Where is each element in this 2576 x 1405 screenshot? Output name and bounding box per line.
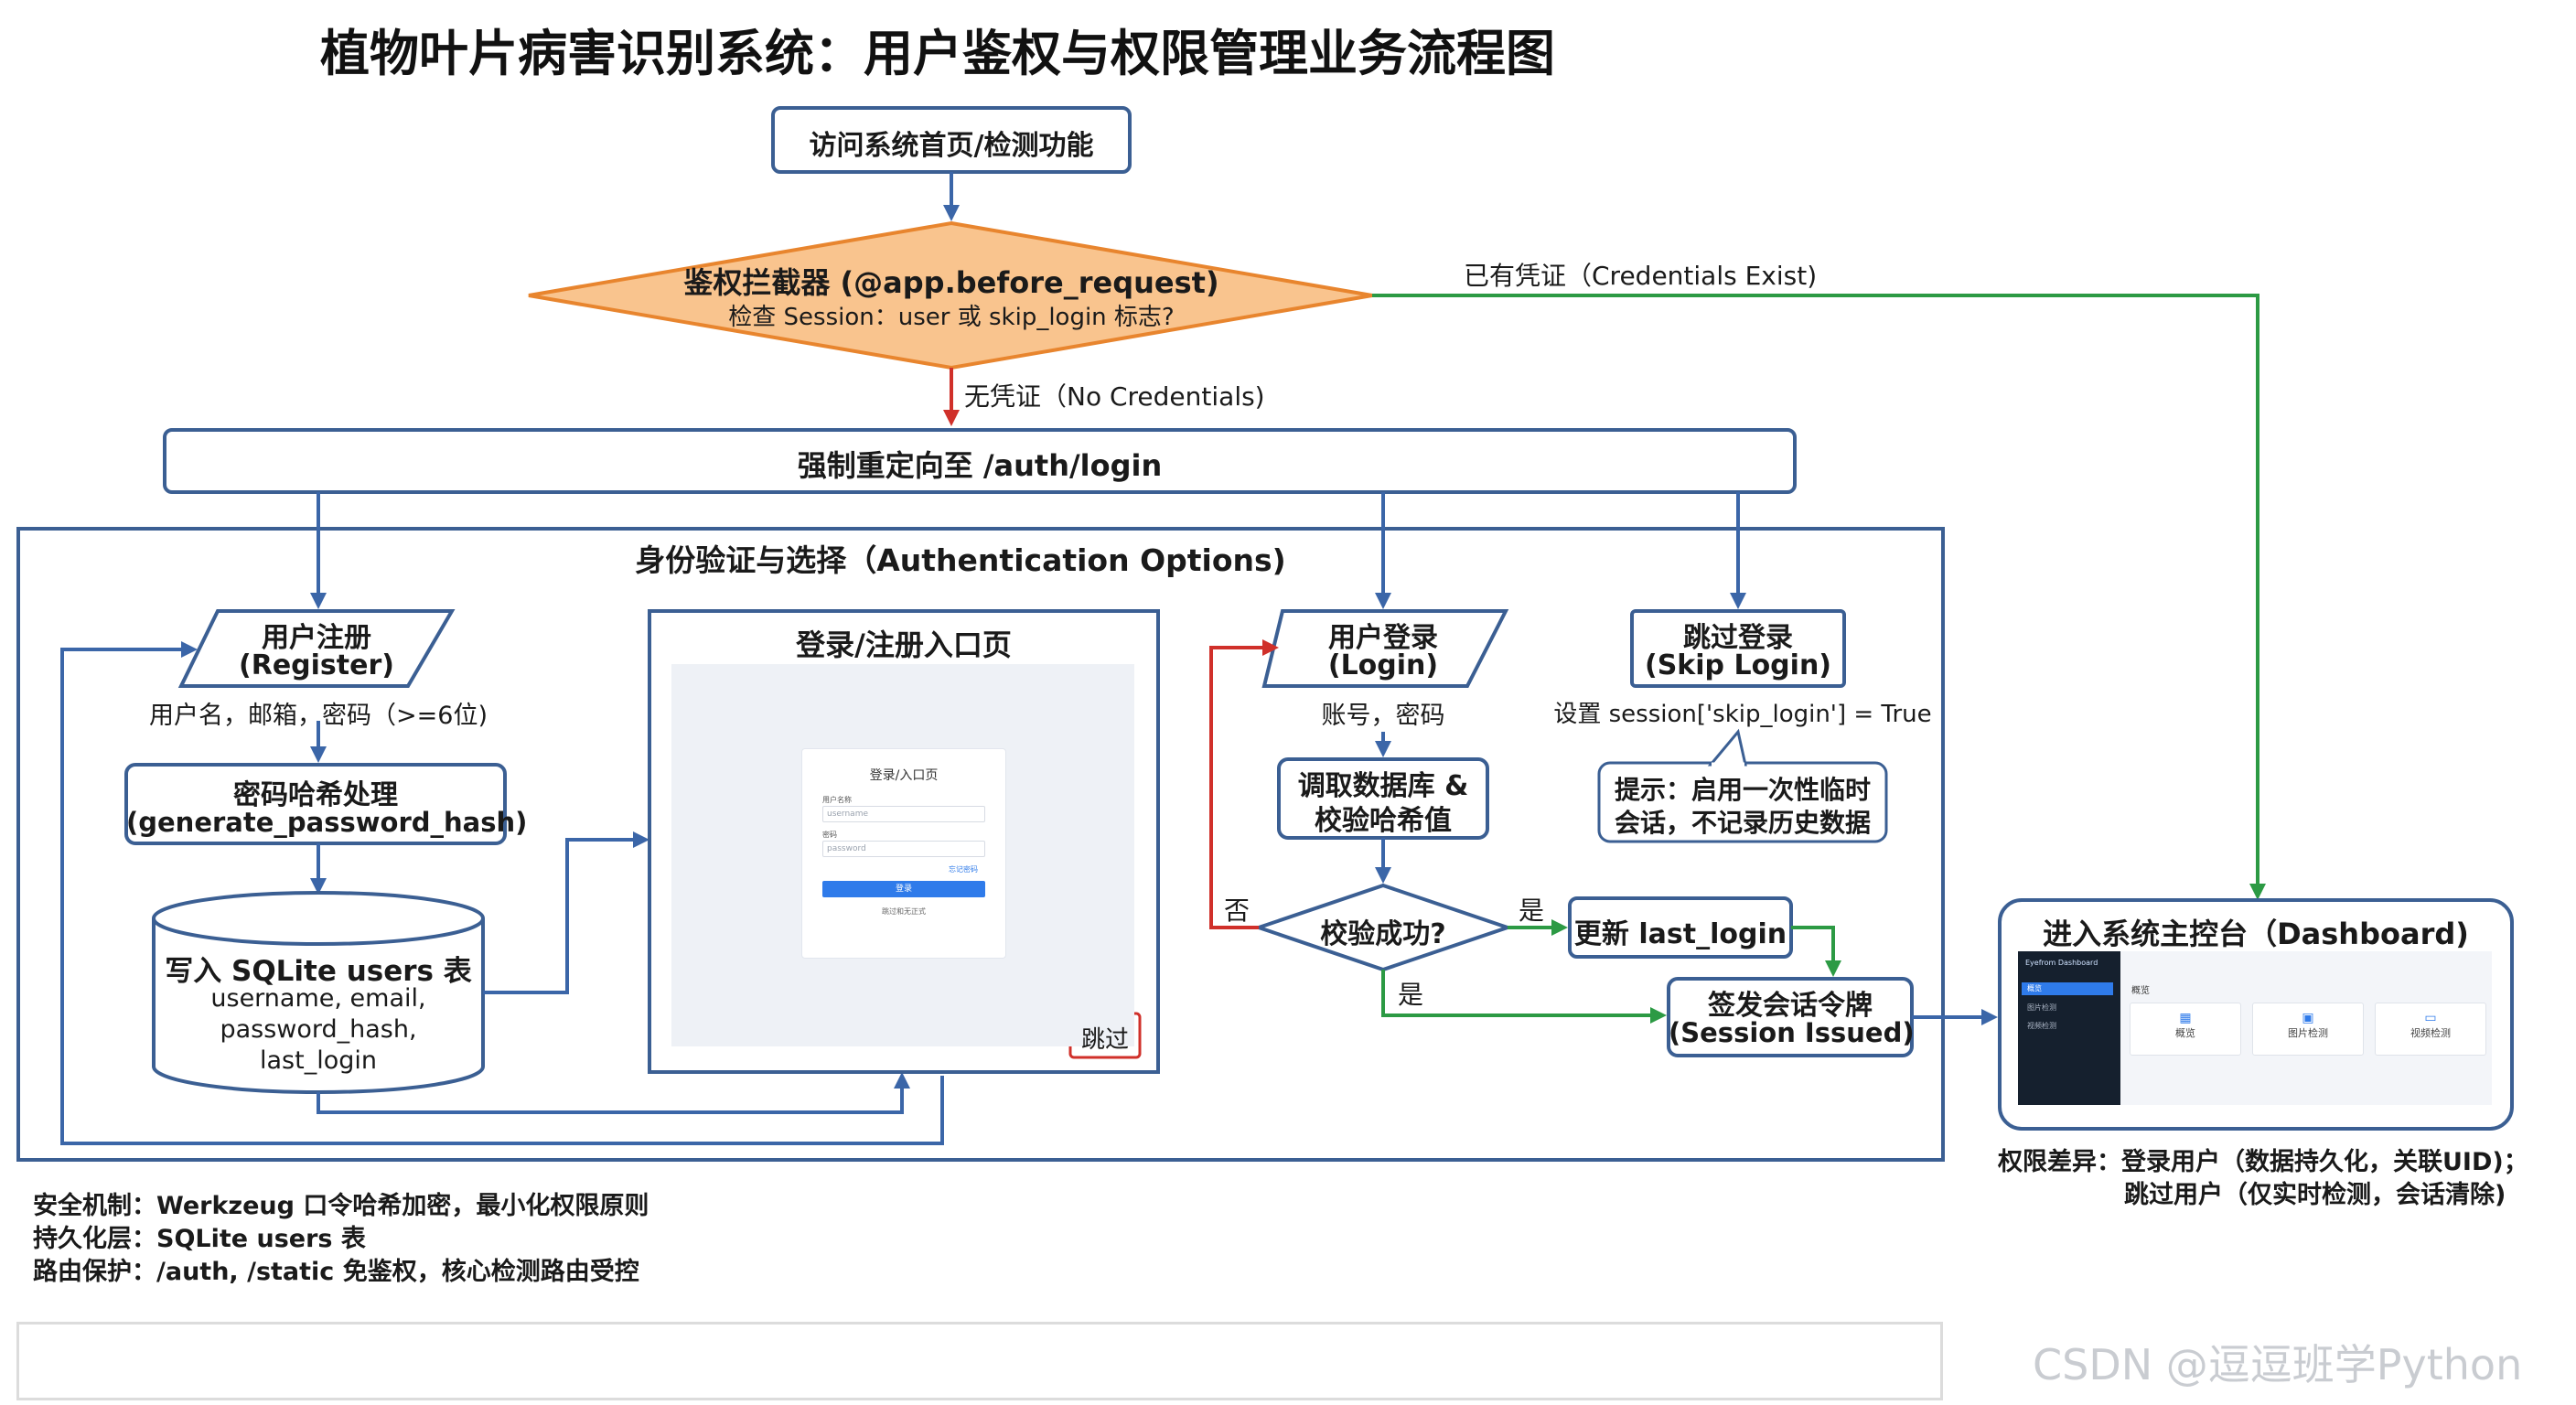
image-icon: ▣ <box>2302 1011 2314 1025</box>
login-mock-skip-link: 跳过和无正式 <box>882 907 926 916</box>
edge-entry-loop-to-register <box>60 641 944 1145</box>
start-node-label: 访问系统首页/检测功能 <box>809 130 1094 162</box>
dashboard-mock-nav-2: 图片检测 <box>2027 1003 2056 1012</box>
note-persistence: 持久化层：SQLite users 表 <box>33 1225 366 1253</box>
overview-icon: ▦ <box>2179 1011 2192 1025</box>
video-icon: ▭ <box>2424 1011 2437 1025</box>
skip-login-label: 跳过登录 <box>1683 622 1793 654</box>
login-mock-user-label: 用户名称 <box>822 796 852 804</box>
auth-panel-title: 身份验证与选择（Authentication Options) <box>635 542 1286 578</box>
edge-db-to-entry <box>483 831 649 994</box>
register-sublabel: (Register) <box>239 649 394 681</box>
edge-update-to-session <box>1791 926 1841 977</box>
permission-line-2: 跳过用户（仅实时检测，会话清除) <box>2124 1181 2506 1209</box>
note-routing: 路由保护：/auth, /static 免鉴权，核心检测路由受控 <box>33 1258 639 1286</box>
dashboard-mock-nav-1: 概览 <box>2022 982 2113 995</box>
dashboard-mock-nav-3: 视频检测 <box>2027 1022 2056 1030</box>
login-mock-pass-input: password <box>822 841 985 857</box>
check-no-label: 否 <box>1224 896 1250 926</box>
dashboard-title: 进入系统主控台（Dashboard) <box>2043 917 2469 951</box>
login-mock-user-input: username <box>822 806 985 822</box>
dashboard-mock-card-3-label: 视频检测 <box>2410 1027 2451 1039</box>
check-yes-right-label: 是 <box>1519 896 1545 926</box>
hint-line-1: 提示：启用一次性临时 <box>1614 775 1871 805</box>
skip-login-node <box>1630 609 1846 688</box>
credentials-exist-label: 已有凭证（Credentials Exist) <box>1464 261 1818 291</box>
update-last-login-label: 更新 last_login <box>1573 918 1787 950</box>
hash-node <box>124 763 507 845</box>
entry-page-title: 登录/注册入口页 <box>796 627 1012 662</box>
dashboard-mock-card-3: ▭ 视频检测 <box>2375 1003 2486 1056</box>
no-credentials-label: 无凭证（No Credentials) <box>964 381 1265 412</box>
hash-label: 密码哈希处理 <box>233 779 398 811</box>
dashboard-mock-card-1: ▦ 概览 <box>2130 1003 2241 1056</box>
login-sublabel: (Login) <box>1327 649 1439 681</box>
page-title: 植物叶片病害识别系统：用户鉴权与权限管理业务流程图 <box>320 25 1555 82</box>
edge-db-bottom-to-entry <box>317 1072 910 1114</box>
bottom-empty-box <box>16 1322 1943 1400</box>
dashboard-mock-card-2-label: 图片检测 <box>2288 1027 2328 1039</box>
login-fields: 账号，密码 <box>1321 702 1445 730</box>
skip-tag: 跳过 <box>1080 1026 1129 1054</box>
register-label: 用户注册 <box>262 622 371 654</box>
db-field-3: last_login <box>260 1046 377 1075</box>
edge-check-success-session <box>1381 970 1667 1024</box>
verify-label: 调取数据库 & <box>1297 770 1469 802</box>
interceptor-subtitle: 检查 Session：user 或 skip_login 标志? <box>728 304 1175 331</box>
edge-check-fail <box>1209 639 1279 929</box>
db-field-1: username, email, <box>210 984 426 1013</box>
db-field-2: password_hash, <box>220 1015 417 1044</box>
hint-line-2: 会话，不记录历史数据 <box>1614 808 1871 838</box>
login-mock-button: 登录 <box>822 881 985 897</box>
register-node <box>177 609 456 688</box>
login-mock-card: 登录/入口页 用户名称 username 密码 password 忘记密码 登录… <box>801 748 1006 959</box>
session-sublabel: (Session Issued) <box>1669 1017 1915 1048</box>
login-mock-heading: 登录/入口页 <box>869 768 939 783</box>
session-label: 签发会话令牌 <box>1708 990 1873 1022</box>
note-security: 安全机制：Werkzeug 口令哈希加密，最小化权限原则 <box>33 1192 649 1220</box>
dashboard-mock-card-2: ▣ 图片检测 <box>2252 1003 2364 1056</box>
login-node <box>1261 609 1509 688</box>
dashboard-mock-sidebar: Eyefrom Dashboard 概览 图片检测 视频检测 <box>2018 951 2120 1105</box>
interceptor-title: 鉴权拦截器 (@app.before_request) <box>683 265 1219 300</box>
login-mock-pass-label: 密码 <box>822 831 837 839</box>
skip-login-sublabel: (Skip Login) <box>1644 649 1832 681</box>
check-label: 校验成功? <box>1320 918 1446 950</box>
redirect-label: 强制重定向至 /auth/login <box>797 448 1163 483</box>
dashboard-mock-card-1-label: 概览 <box>2175 1027 2195 1039</box>
verify-sublabel: 校验哈希值 <box>1315 805 1452 837</box>
hint-bubble <box>1597 728 1888 843</box>
login-mock-forgot: 忘记密码 <box>949 865 978 874</box>
entry-page-screenshot: 登录/入口页 用户名称 username 密码 password 忘记密码 登录… <box>671 664 1134 1046</box>
login-label: 用户登录 <box>1328 622 1438 654</box>
register-fields: 用户名，邮箱，密码（>=6位) <box>149 702 488 730</box>
db-label: 写入 SQLite users 表 <box>165 955 472 988</box>
check-yes-down-label: 是 <box>1398 980 1424 1010</box>
dashboard-mock-section: 概览 <box>2131 986 2150 996</box>
permission-line-1: 权限差异：登录用户（数据持久化，关联UID)； <box>1998 1148 2528 1176</box>
dashboard-mock-brand: Eyefrom Dashboard <box>2025 959 2098 967</box>
dashboard-screenshot: Eyefrom Dashboard 概览 图片检测 视频检测 概览 ▦ 概览 ▣… <box>2018 951 2492 1105</box>
watermark: CSDN @逗逗班学Python <box>2033 1340 2523 1389</box>
skip-login-setting: 设置 session['skip_login'] = True <box>1553 701 1932 728</box>
edge-credentials-exist <box>1372 294 2266 900</box>
database-cylinder <box>152 891 485 1094</box>
hash-sublabel: (generate_password_hash) <box>126 807 528 838</box>
auth-panel <box>16 527 1945 1162</box>
redirect-node <box>163 428 1797 494</box>
